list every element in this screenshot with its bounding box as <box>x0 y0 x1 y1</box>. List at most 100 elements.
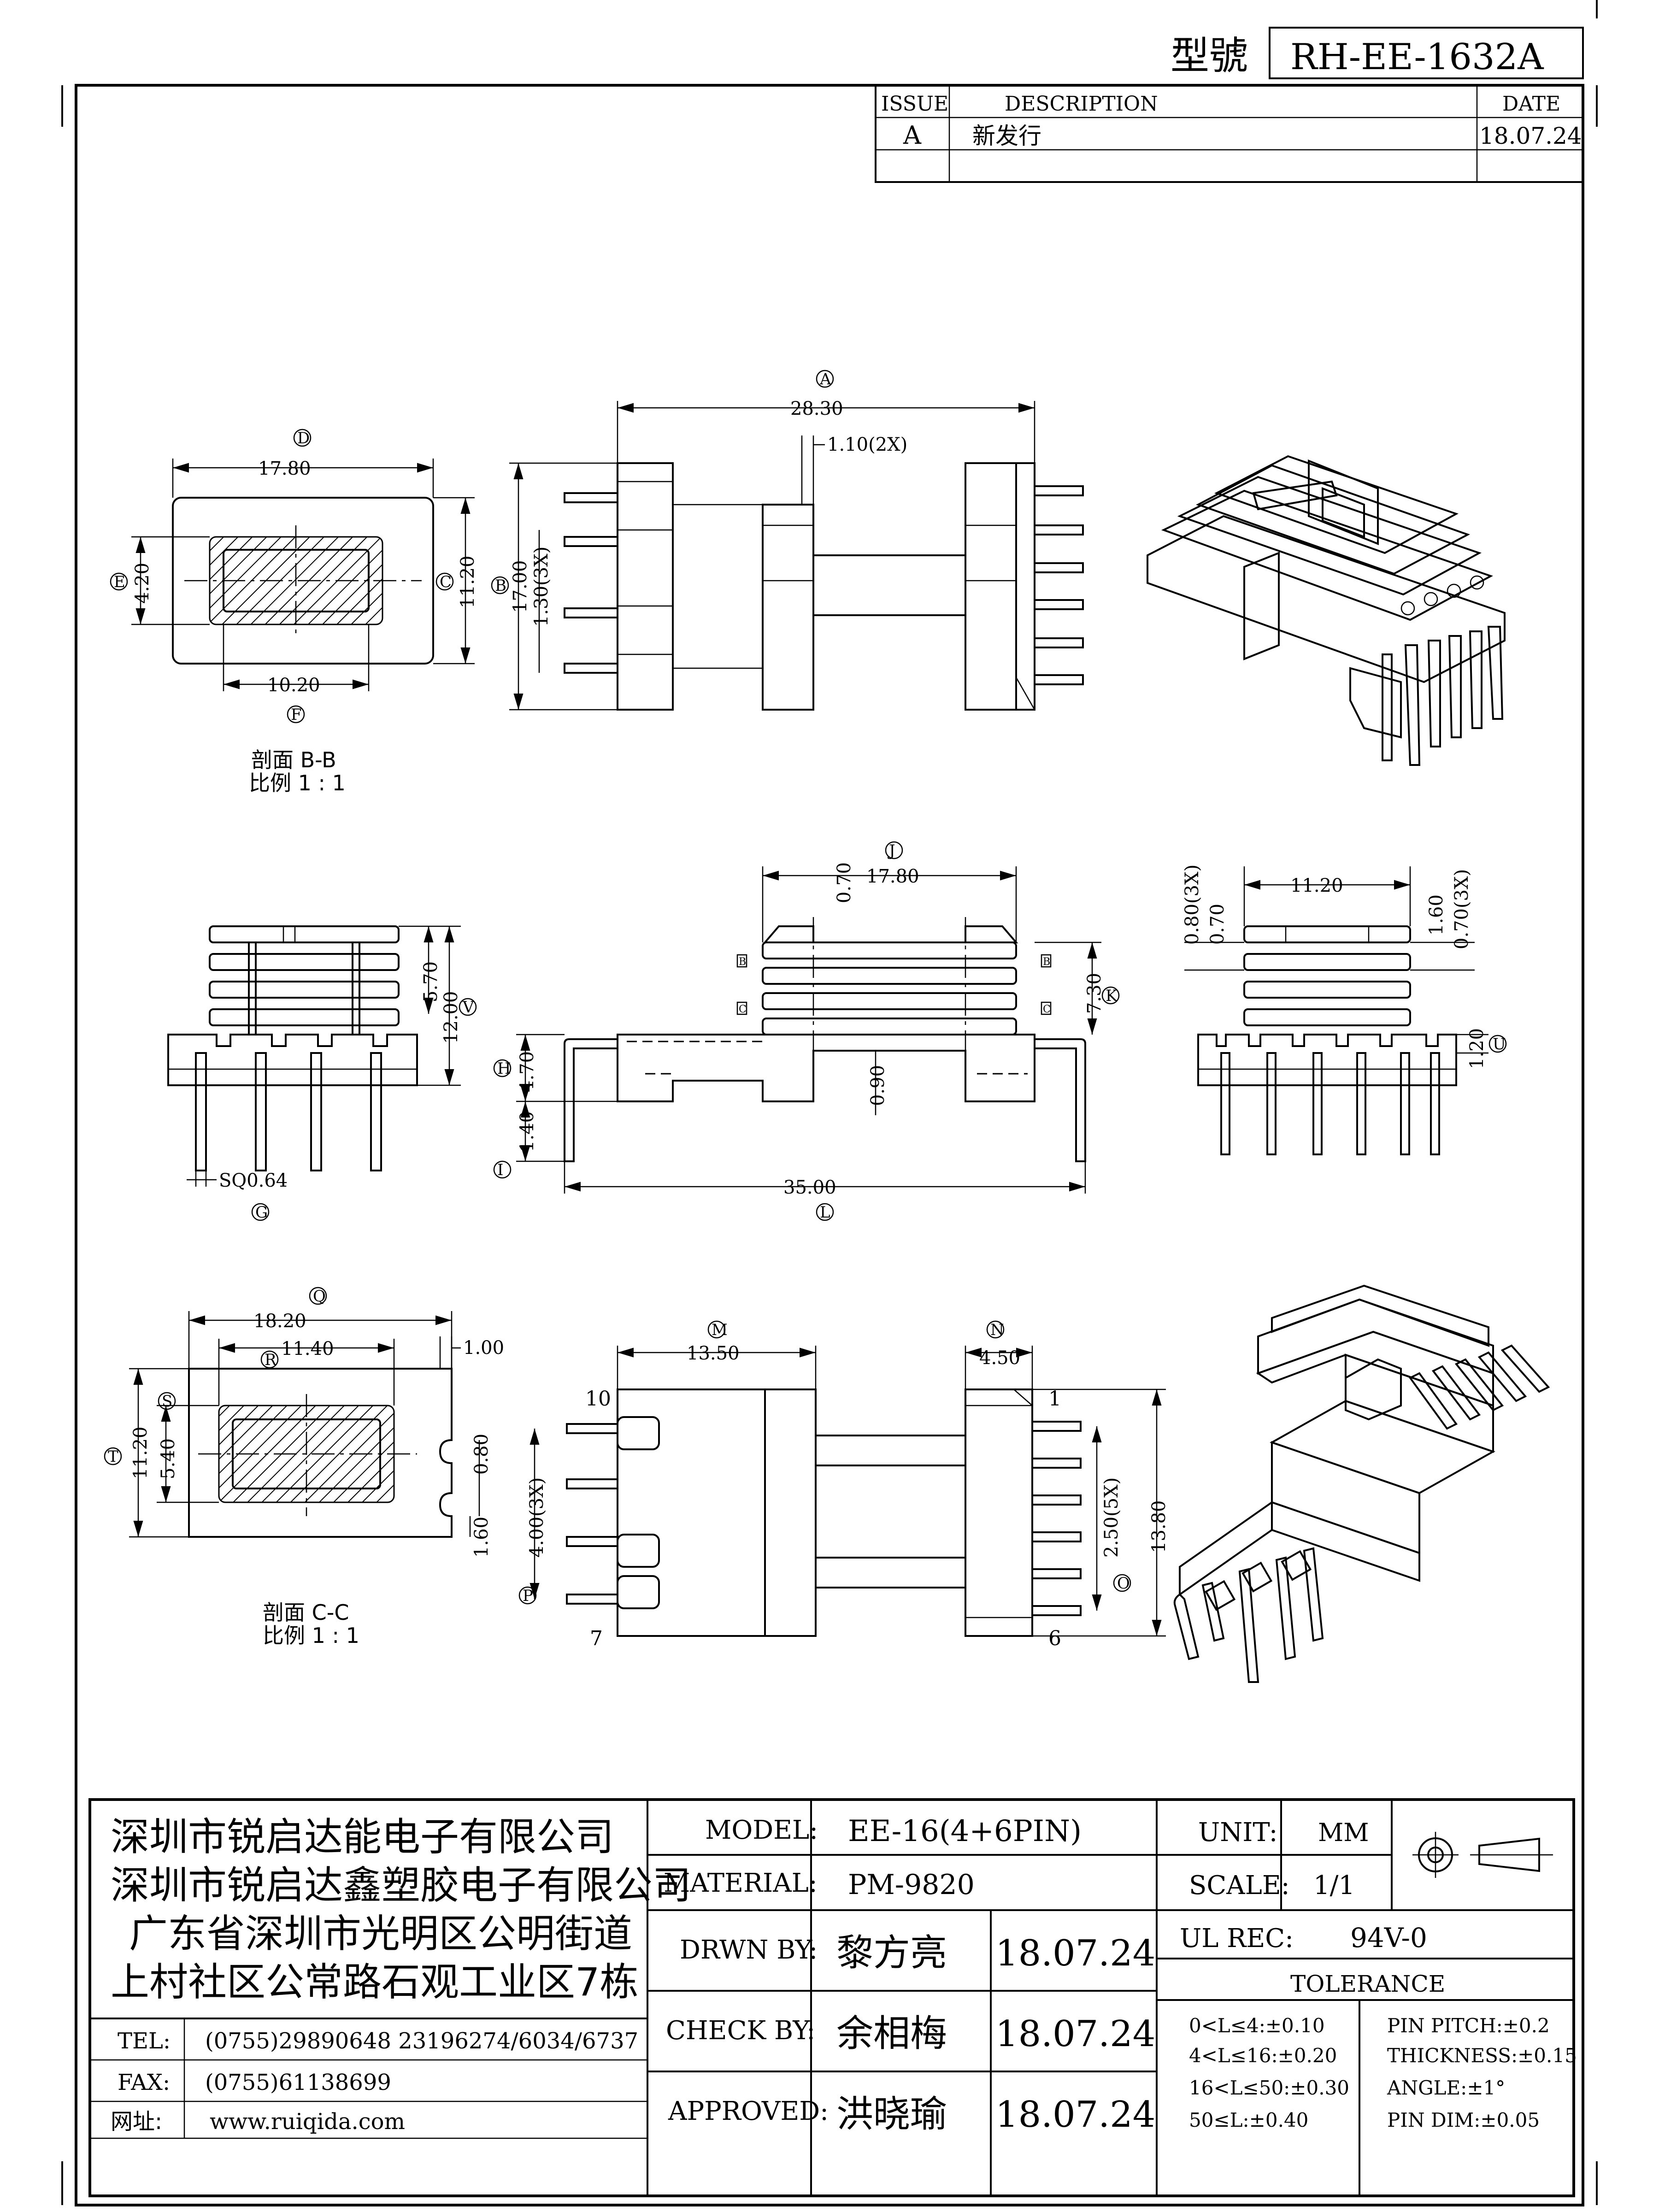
bubble-l: L <box>820 1203 830 1222</box>
dim-bb-height: 11.20 <box>457 555 478 608</box>
pin-number-1: 1 <box>1048 1387 1061 1411</box>
model-no-value: RH-EE-1632A <box>1290 36 1544 78</box>
title-block: 深圳市锐启达能电子有限公司 深圳市锐启达鑫塑胶电子有限公司 广东省深圳市光明区公… <box>88 1798 1577 2197</box>
drawn-date: 18.07.24 <box>995 1933 1155 1974</box>
dim-slot-thickness: 1.30(3X) <box>531 547 552 627</box>
tolerance-row-3: 16<L≤50:±0.30 <box>1189 2077 1349 2099</box>
web-label: 网址: <box>111 2109 162 2135</box>
tolerance-row-2: 4<L≤16:±0.20 <box>1189 2044 1337 2067</box>
approved-label: APPROVED: <box>668 2096 829 2126</box>
dim-base-step: 0.90 <box>867 1065 888 1106</box>
company-name-1: 深圳市锐启达能电子有限公司 <box>111 1814 614 1859</box>
dim-cc-inner-height: 5.40 <box>158 1438 179 1479</box>
section-cc-label: 剖面 C-C <box>263 1600 349 1625</box>
company-address-1: 广东省深圳市光明区公明街道 <box>129 1911 632 1956</box>
bubble-s: S <box>162 1392 172 1411</box>
pin-pitch-tolerance: PIN PITCH:±0.2 <box>1387 2014 1550 2037</box>
bottom-view: 10 7 1 6 13.50 M 4.50 N 4.00(3X) P 2.50(… <box>518 1320 1170 1650</box>
dim-flange-height: 17.00 <box>510 560 531 613</box>
rev-header-date: DATE <box>1502 92 1560 116</box>
revision-table: ISSUE DESCRIPTION DATE A 新发行 18.07.24 <box>875 84 1584 183</box>
front-view-middle: B B C C 17.80 J 0.70 7.30 K 4.70 H 1.40 … <box>493 841 1120 1222</box>
model-no-label: 型號 <box>1171 33 1248 78</box>
dim-cc-height: 11.20 <box>130 1426 151 1479</box>
company-address-2: 上村社区公常路石观工业区7栋 <box>111 1959 638 2005</box>
tel-label: TEL: <box>118 2028 171 2054</box>
pin-number-7: 7 <box>590 1627 603 1650</box>
dim-bottom-height: 13.80 <box>1148 1500 1170 1553</box>
bubble-d: D <box>297 429 310 447</box>
section-bb-view: 17.80 D 4.20 E 11.20 C 10.20 F 剖面 B-B 比例… <box>110 429 478 795</box>
dim-right-flange-gap: 0.70(3X) <box>1451 869 1472 949</box>
scale-label: SCALE: <box>1189 1871 1290 1900</box>
section-cc-scale: 比例 1 : 1 <box>263 1623 359 1648</box>
isometric-view-bottom <box>1173 1284 1550 1683</box>
dim-flange-stack: 7.30 <box>1084 973 1105 1014</box>
dim-cc-width: 18.20 <box>253 1311 306 1332</box>
bubble-i: I <box>497 1161 503 1179</box>
rev-issue-a: A <box>903 121 922 150</box>
dim-left-pin-pitch: 4.00(3X) <box>526 1477 547 1558</box>
rev-date-a: 18.07.24 <box>1479 123 1582 149</box>
front-view-top: 28.30 A 1.10(2X) 17.00 1.30(3X) B <box>491 370 1084 711</box>
section-mark-c-right: C <box>1043 1004 1051 1015</box>
angle-tolerance: ANGLE:±1° <box>1387 2077 1505 2099</box>
dim-bb-width: 17.80 <box>258 458 311 479</box>
thickness-tolerance: THICKNESS:±0.15 <box>1387 2044 1577 2067</box>
dim-wall-thickness: 1.10(2X) <box>827 434 907 455</box>
tolerance-row-1: 0<L≤4:±0.10 <box>1189 2014 1325 2037</box>
rev-header-issue: ISSUE <box>881 92 948 116</box>
dim-right-width: 11.20 <box>1290 875 1343 896</box>
dim-base-height: 4.70 <box>517 1051 538 1092</box>
bubble-k: K <box>1106 987 1118 1005</box>
bubble-v: V <box>462 998 475 1017</box>
dim-cc-bottom: 1.60 <box>471 1517 492 1558</box>
dim-bb-inner-width: 10.20 <box>267 675 320 696</box>
dim-right-gap: 0.70 <box>1207 904 1228 945</box>
rev-header-description: DESCRIPTION <box>1005 92 1158 116</box>
dim-cc-notch: 0.80 <box>471 1434 492 1475</box>
bubble-h: H <box>497 1059 511 1078</box>
dim-bottom-flange: 13.50 <box>687 1343 740 1364</box>
section-cc-view: 18.20 Q 11.40 R 1.00 11.20 T 5.40 S 0.80… <box>104 1287 504 1648</box>
bubble-n: N <box>990 1321 1004 1339</box>
bubble-e: E <box>114 573 125 591</box>
check-by: 余相梅 <box>836 2012 947 2055</box>
dim-top-step: 0.70 <box>834 862 855 903</box>
dim-pin-span: 35.00 <box>783 1177 836 1198</box>
side-view-left: 5.70 12.00 V SQ0.64 G <box>167 925 477 1222</box>
side-view-right: 11.20 0.80(3X) 0.70 1.60 0.70(3X) 1.20 U <box>1182 865 1507 1155</box>
ul-value: 94V-0 <box>1350 1922 1427 1953</box>
bubble-j: J <box>888 841 895 860</box>
rev-description-a: 新发行 <box>972 123 1041 149</box>
model-value: EE-16(4+6PIN) <box>848 1814 1082 1848</box>
dim-side-height: 12.00 <box>441 991 462 1044</box>
company-name-2: 深圳市锐启达鑫塑胶电子有限公司 <box>111 1863 691 1908</box>
dim-bb-inner-height: 4.20 <box>132 563 153 604</box>
material-value: PM-9820 <box>848 1869 975 1901</box>
web-value: www.ruiqida.com <box>210 2109 405 2135</box>
bubble-r: R <box>265 1351 277 1369</box>
dim-cc-inner-width: 11.40 <box>281 1338 334 1359</box>
section-bb-label: 剖面 B-B <box>251 747 336 772</box>
pin-number-10: 10 <box>585 1387 611 1411</box>
bubble-m: M <box>712 1321 728 1339</box>
scale-value: 1/1 <box>1313 1871 1355 1900</box>
material-label: MATERIAL: <box>664 1868 818 1898</box>
dim-overall-length: 28.30 <box>790 398 843 419</box>
isometric-view-top <box>1147 455 1506 766</box>
bubble-q: Q <box>313 1287 326 1306</box>
dim-cc-rib: 1.00 <box>463 1337 504 1359</box>
bubble-g: G <box>255 1203 268 1222</box>
approved-date: 18.07.24 <box>995 2094 1155 2136</box>
bubble-p: P <box>523 1587 533 1605</box>
model-number-block: 型號 RH-EE-1632A <box>1171 27 1584 79</box>
fax-label: FAX: <box>118 2070 170 2095</box>
approved-by: 洪晓瑜 <box>836 2093 947 2136</box>
dim-side-upper: 5.70 <box>420 961 441 1002</box>
bubble-u: U <box>1493 1035 1506 1053</box>
dim-pin-square: SQ0.64 <box>219 1170 288 1191</box>
bubble-t: T <box>108 1447 118 1466</box>
drawn-label: DRWN BY: <box>680 1935 818 1965</box>
